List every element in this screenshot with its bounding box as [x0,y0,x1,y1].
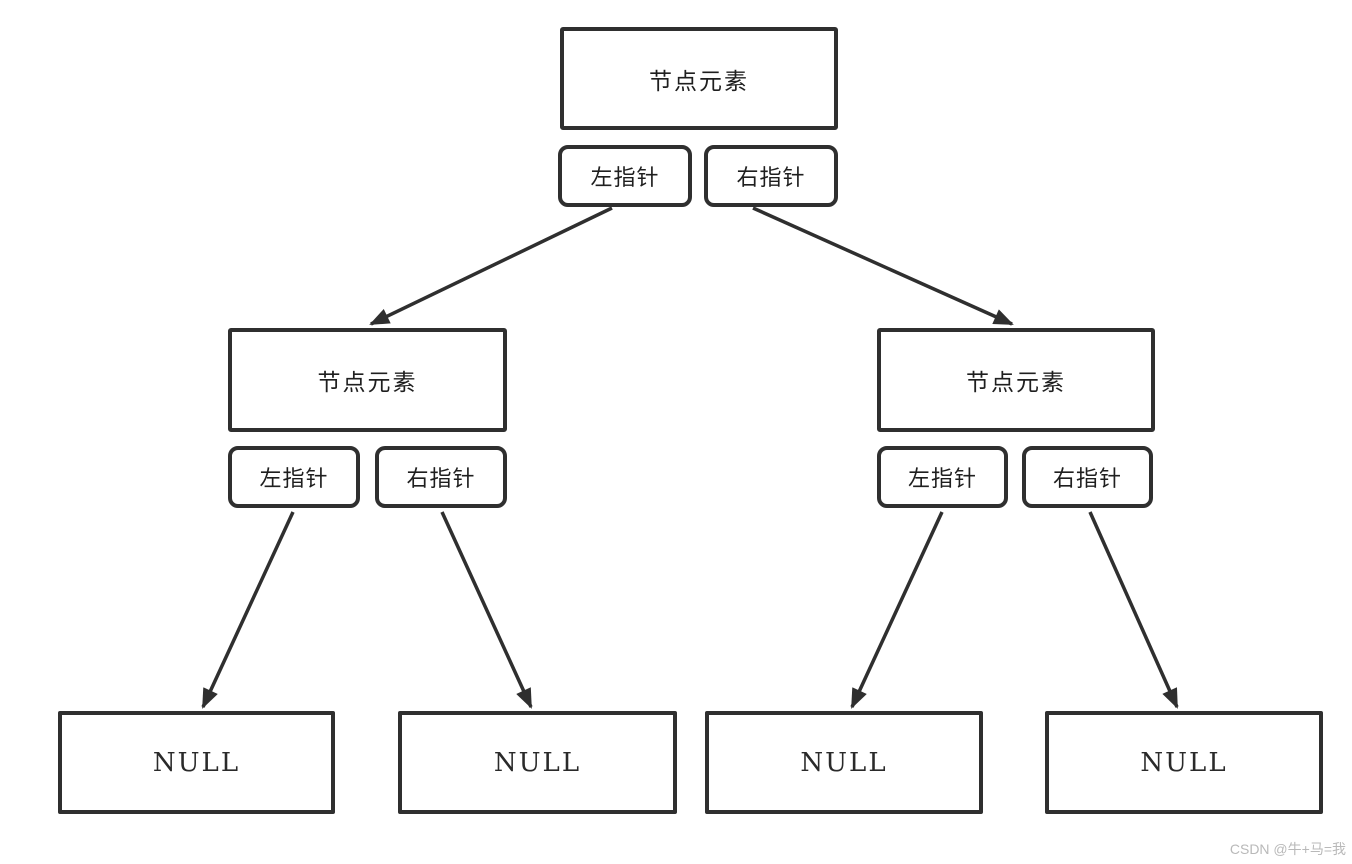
root-right-pointer-label: 右指针 [736,166,806,191]
left-child-left-pointer-label: 左指针 [259,467,329,492]
null-label-4: NULL [1140,747,1228,778]
root-node-label: 节点元素 [649,68,749,95]
null-box-2: NULL [398,711,677,814]
right-child-left-pointer-label: 左指针 [907,467,977,492]
root-left-pointer-label: 左指针 [590,166,660,191]
root-right-pointer-box: 右指针 [704,145,838,207]
arrow-root-left-to-left-child [369,206,613,326]
csdn-watermark: CSDN @牛+马=我 [1229,841,1346,857]
null-box-4: NULL [1045,711,1323,814]
left-child-right-pointer-label: 右指针 [406,467,476,492]
root-left-pointer-box: 左指针 [558,145,692,207]
left-child-right-pointer-box: 右指针 [375,446,507,508]
null-box-3: NULL [705,711,983,814]
right-child-right-pointer-label: 右指针 [1052,467,1122,492]
null-box-1: NULL [58,711,335,814]
arrow-root-right-to-right-child [752,206,1014,326]
arrow-right-child-left-to-null-3 [850,511,944,709]
right-child-node-label: 节点元素 [966,370,1066,396]
left-child-node-label: 节点元素 [317,370,418,396]
left-child-left-pointer-box: 左指针 [228,446,360,508]
null-label-1: NULL [152,747,241,778]
right-child-right-pointer-box: 右指针 [1022,446,1153,508]
null-label-3: NULL [800,747,888,778]
arrow-right-child-right-to-null-4 [1088,511,1179,709]
arrow-left-child-left-to-null-1 [201,511,295,709]
arrow-left-child-right-to-null-2 [440,511,533,709]
left-child-node-box: 节点元素 [228,328,507,432]
right-child-node-box: 节点元素 [877,328,1155,432]
root-node-box: 节点元素 [560,27,838,130]
null-label-2: NULL [493,747,582,778]
right-child-left-pointer-box: 左指针 [877,446,1008,508]
